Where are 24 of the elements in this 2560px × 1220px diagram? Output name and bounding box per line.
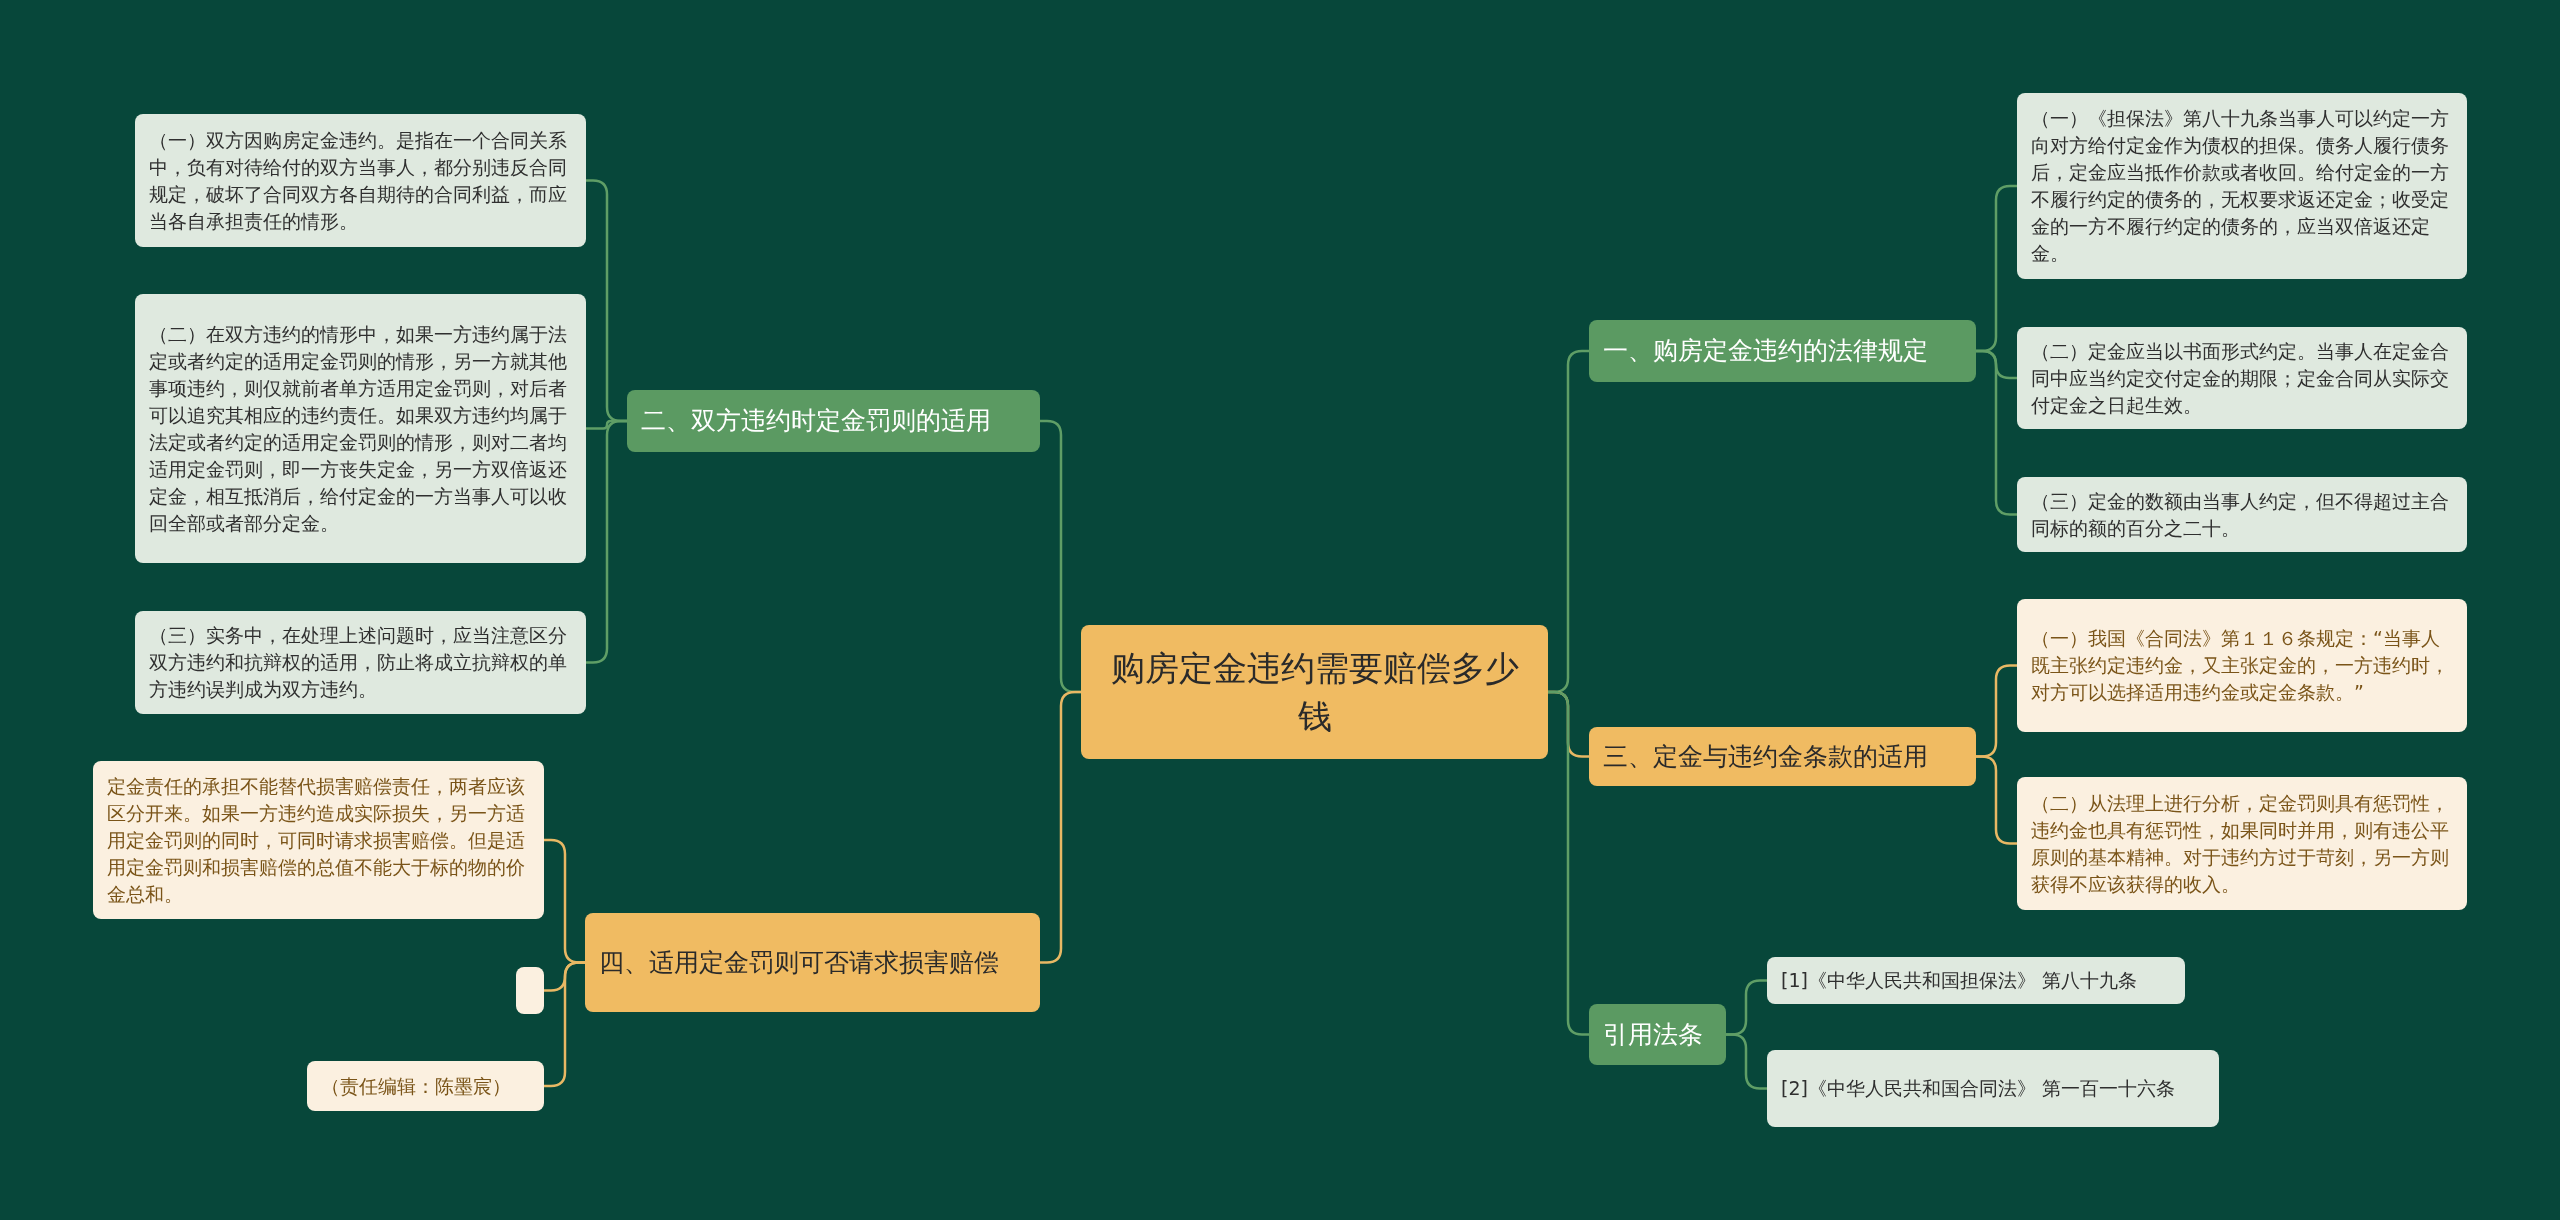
branch-topic-box: 引用法条 [1589, 1004, 1726, 1065]
note-card: （一）双方因购房定金违约。是指在一个合同关系中，负有对待给付的双方当事人，都分别违反合同规定，破坏了合同双方各自期待的合同利益，而应当各自承担责任的情形。 [135, 114, 586, 247]
note-card: （三）定金的数额由当事人约定，但不得超过主合同标的额的百分之二十。 [2017, 477, 2467, 552]
connector-line [544, 961, 585, 1088]
note-card: （三）实务中，在处理上述问题时，应当注意区分双方违约和抗辩权的适用，防止将成立抗辩权的单方违约误判成为双方违约。 [135, 611, 586, 714]
note-card: （一）我国《合同法》第１１６条规定：“当事人既主张约定违约金，又主张定金的，一方违约时，对方可以选择适用违约金或定金条款。” [2017, 599, 2467, 732]
branch-topic-box: 三、定金与违约金条款的适用 [1589, 727, 1976, 786]
note-card: （二）定金应当以书面形式约定。当事人在定金合同中应当约定交付定金的期限；定金合同从实际交付定金之日起生效。 [2017, 327, 2467, 429]
central-topic-box: 购房定金违约需要赔偿多少钱 [1081, 625, 1548, 759]
empty-box [516, 967, 544, 1014]
note-card: （二）从法理上进行分析，定金罚则具有惩罚性，违约金也具有惩罚性，如果同时并用，则有违公平原则的基本精神。对于违约方过于苛刻，另一方则获得不应该获得的收入。 [2017, 777, 2467, 910]
note-card: （二）在双方违约的情形中，如果一方违约属于法定或者约定的适用定金罚则的情形，另一方就其他事项违约，则仅就前者单方适用定金罚则，对后者可以追究其相应的违约责任。如果双方违约均属于法定或者约定的适用定金罚则的情形，则对二者均适用定金罚则，即一方丧失定金，另一方双倍返还定金，相互抵消后，给付定金的一方当事人可以收回全部或者部分定金。 [135, 294, 586, 563]
connector-line [586, 419, 627, 664]
note-card: （一）《担保法》第八十九条当事人可以约定一方向对方给付定金作为债权的担保。债务人履行债务后，定金应当抵作价款或者收回。给付定金的一方不履行约定的债务的，无权要求返还定金；收受定金的一方不履行约定的债务的，应当双倍返还定金。 [2017, 93, 2467, 279]
branch-topic-box: 一、购房定金违约的法律规定 [1589, 320, 1976, 382]
branch-topic-box: 二、双方违约时定金罚则的适用 [627, 390, 1040, 452]
connector-line [1976, 349, 2017, 516]
connector-line [1976, 755, 2017, 845]
note-card: [1]《中华人民共和国担保法》 第八十九条 [1767, 957, 2185, 1004]
branch-topic-box: 四、适用定金罚则可否请求损害赔偿 [585, 913, 1040, 1012]
note-card: （责任编辑：陈墨宸） [307, 1061, 544, 1111]
connector-line [1040, 690, 1081, 964]
note-card: 定金责任的承担不能替代损害赔偿责任，两者应该区分开来。如果一方违约造成实际损失，另一方适用定金罚则的同时，可同时请求损害赔偿。但是适用定金罚则和损害赔偿的总值不能大于标的物的价金总和。 [93, 761, 544, 919]
note-card: [2]《中华人民共和国合同法》 第一百一十六条 [1767, 1050, 2219, 1127]
